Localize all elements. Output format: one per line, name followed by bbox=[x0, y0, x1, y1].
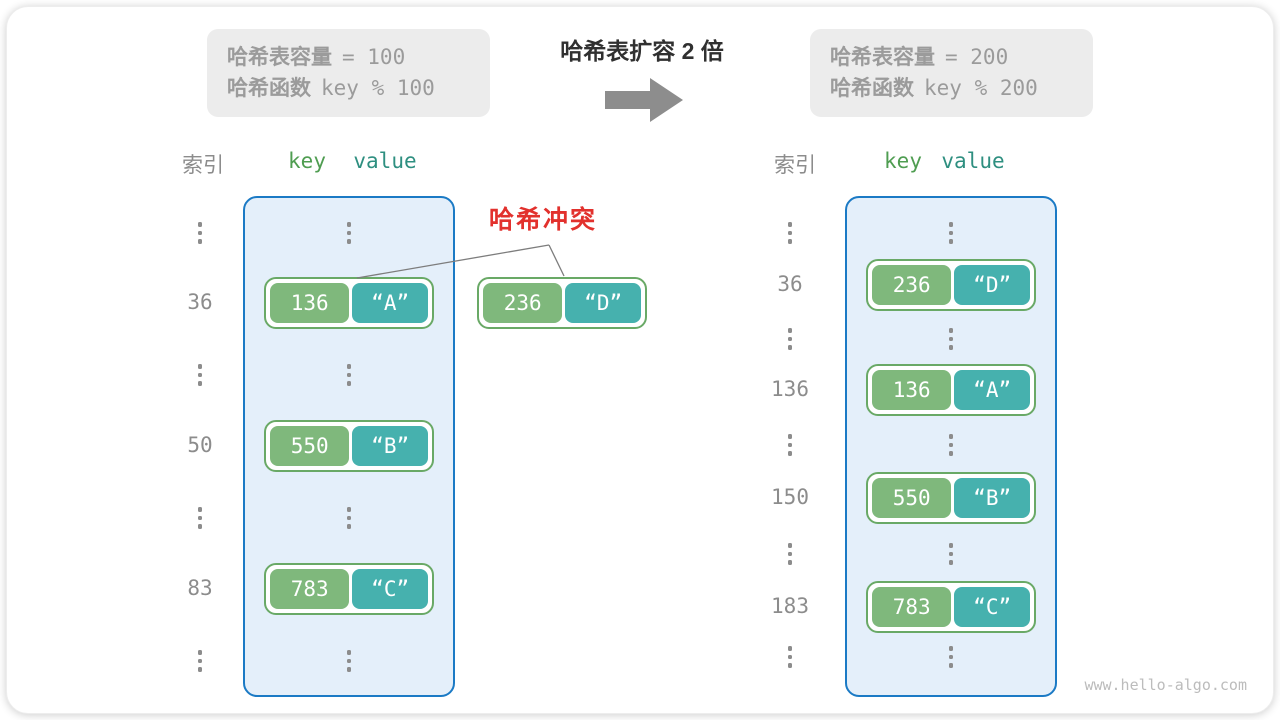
hash-function-label: 哈希函数 bbox=[227, 77, 311, 100]
value-cell: “B” bbox=[954, 478, 1030, 518]
figure-card bbox=[6, 6, 1274, 714]
capacity-line: 哈希表容量 = 100 bbox=[227, 42, 490, 73]
ellipsis-dots bbox=[190, 222, 210, 244]
hash-function-label: 哈希函数 bbox=[830, 77, 914, 100]
index-label: 150 bbox=[771, 485, 809, 509]
kv-pair: 236 “D” bbox=[866, 259, 1036, 311]
ellipsis-dots bbox=[780, 222, 800, 244]
left-value-header: value bbox=[353, 149, 417, 173]
ellipsis-dots bbox=[190, 507, 210, 529]
capacity-box-after: 哈希表容量 = 200 哈希函数 key % 200 bbox=[810, 29, 1093, 117]
ellipsis-dots bbox=[780, 646, 800, 668]
expand-arrow-icon bbox=[605, 76, 683, 124]
left-index-header: 索引 bbox=[182, 154, 224, 177]
capacity-box-before: 哈希表容量 = 100 哈希函数 key % 100 bbox=[207, 29, 490, 117]
ellipsis-dots bbox=[780, 328, 800, 350]
index-label: 83 bbox=[187, 576, 213, 600]
ellipsis-dots bbox=[941, 543, 961, 565]
ellipsis-dots bbox=[780, 543, 800, 565]
index-label: 50 bbox=[187, 433, 213, 457]
key-cell: 236 bbox=[483, 283, 563, 323]
ellipsis-dots bbox=[190, 650, 210, 672]
value-cell: “D” bbox=[565, 283, 641, 323]
ellipsis-dots bbox=[190, 364, 210, 386]
ellipsis-dots bbox=[780, 434, 800, 456]
key-cell: 136 bbox=[872, 370, 952, 410]
ellipsis-dots bbox=[339, 507, 359, 529]
key-cell: 236 bbox=[872, 265, 952, 305]
index-label: 36 bbox=[187, 290, 213, 314]
watermark: www.hello-algo.com bbox=[1084, 676, 1247, 694]
key-cell: 550 bbox=[270, 426, 350, 466]
collision-label: 哈希冲突 bbox=[489, 206, 598, 234]
kv-pair: 136 “A” bbox=[264, 277, 434, 329]
ellipsis-dots bbox=[941, 434, 961, 456]
ellipsis-dots bbox=[941, 328, 961, 350]
ellipsis-dots bbox=[339, 364, 359, 386]
key-cell: 136 bbox=[270, 283, 350, 323]
value-cell: “A” bbox=[352, 283, 428, 323]
right-index-header: 索引 bbox=[774, 154, 816, 177]
capacity-label: 哈希表容量 bbox=[830, 46, 935, 69]
value-cell: “D” bbox=[954, 265, 1030, 305]
hash-function-line: 哈希函数 key % 100 bbox=[227, 73, 490, 104]
ellipsis-dots bbox=[339, 650, 359, 672]
ellipsis-dots bbox=[941, 222, 961, 244]
hash-function-code: key % 200 bbox=[924, 76, 1038, 100]
index-label: 36 bbox=[777, 272, 803, 296]
left-key-header: key bbox=[288, 149, 326, 173]
kv-pair: 550 “B” bbox=[264, 420, 434, 472]
diagram-title: 哈希表扩容 2 倍 bbox=[560, 38, 724, 64]
index-label: 183 bbox=[771, 594, 809, 618]
key-cell: 783 bbox=[270, 569, 350, 609]
hash-function-line: 哈希函数 key % 200 bbox=[830, 73, 1093, 104]
kv-pair: 783 “C” bbox=[866, 581, 1036, 633]
kv-pair: 783 “C” bbox=[264, 563, 434, 615]
capacity-line: 哈希表容量 = 200 bbox=[830, 42, 1093, 73]
kv-pair: 550 “B” bbox=[866, 472, 1036, 524]
key-cell: 550 bbox=[872, 478, 952, 518]
capacity-label: 哈希表容量 bbox=[227, 46, 332, 69]
value-cell: “C” bbox=[352, 569, 428, 609]
collision-kv-pair: 236 “D” bbox=[477, 277, 647, 329]
right-value-header: value bbox=[941, 149, 1005, 173]
value-cell: “C” bbox=[954, 587, 1030, 627]
value-cell: “A” bbox=[954, 370, 1030, 410]
right-key-header: key bbox=[884, 149, 922, 173]
hash-function-code: key % 100 bbox=[321, 76, 435, 100]
capacity-value: = 100 bbox=[342, 45, 406, 69]
ellipsis-dots bbox=[339, 222, 359, 244]
key-cell: 783 bbox=[872, 587, 952, 627]
ellipsis-dots bbox=[941, 646, 961, 668]
index-label: 136 bbox=[771, 377, 809, 401]
value-cell: “B” bbox=[352, 426, 428, 466]
capacity-value: = 200 bbox=[945, 45, 1009, 69]
kv-pair: 136 “A” bbox=[866, 364, 1036, 416]
